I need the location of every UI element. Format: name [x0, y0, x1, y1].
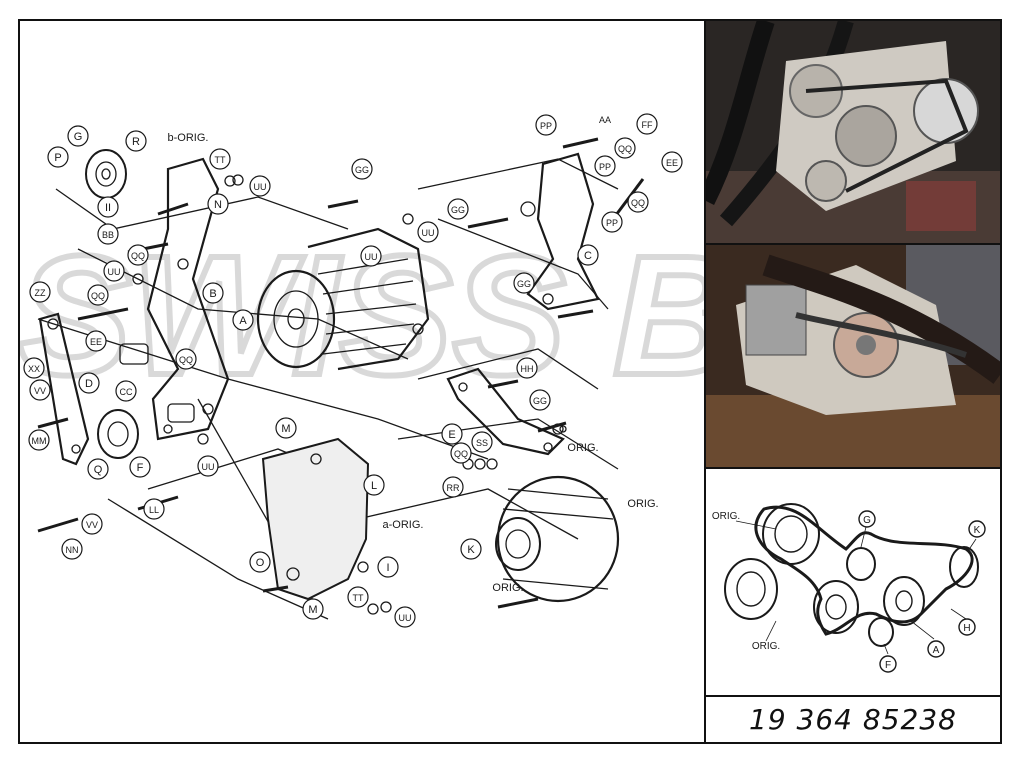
callout-orig: ORIG.: [627, 498, 658, 510]
callout-qq: QQ: [91, 291, 105, 301]
callout-qq: QQ: [179, 355, 193, 365]
divider: [704, 19, 706, 744]
callout-gg: GG: [533, 396, 547, 406]
exploded-view-diagram: SWISS BULL: [18, 19, 706, 744]
callout-i: I: [386, 562, 389, 574]
callout-uu: UU: [399, 613, 412, 623]
callout-c: C: [584, 250, 592, 262]
belt-label-a: A: [933, 645, 940, 656]
callout-tt: TT: [353, 593, 364, 603]
callout-g: G: [74, 131, 83, 143]
callout-orig: ORIG.: [567, 442, 598, 454]
callout-qq: QQ: [618, 144, 632, 154]
callout-zz: ZZ: [35, 288, 46, 298]
callout-aa: AA: [599, 115, 611, 125]
belt-label-k: K: [974, 525, 981, 536]
callout-uu: UU: [254, 182, 267, 192]
drawing-frame: [18, 19, 1002, 744]
callout-a: A: [239, 315, 247, 327]
callout-vv: VV: [34, 386, 46, 396]
callout-ff: FF: [642, 120, 653, 130]
belt-label-g: G: [863, 515, 871, 526]
callout-e: E: [448, 429, 455, 441]
callout-cc: CC: [120, 387, 133, 397]
callout-r: R: [132, 136, 140, 148]
callout-balloons: [23, 113, 683, 628]
callout-gg: GG: [517, 279, 531, 289]
callout-ee: EE: [90, 337, 102, 347]
callout-uu: UU: [202, 462, 215, 472]
callout-m: M: [281, 423, 290, 435]
callout-qq: QQ: [131, 251, 145, 261]
callout-pp: PP: [606, 218, 618, 228]
exploded-view-svg: SWISS BULL: [18, 113, 706, 628]
photo-installed-bottom: [706, 245, 1000, 467]
divider: [704, 467, 1002, 469]
part-number: 19 364 85238: [749, 703, 957, 736]
divider: [704, 243, 1002, 245]
callout-pp: PP: [599, 162, 611, 172]
callout-m: M: [308, 604, 317, 616]
divider: [704, 695, 1002, 697]
callout-qq: QQ: [631, 198, 645, 208]
callout-rr: RR: [447, 483, 460, 493]
callout-pp: PP: [540, 121, 552, 131]
callout-gg: GG: [355, 165, 369, 175]
callout-a-orig: a-ORIG.: [383, 519, 424, 531]
belt-routing-diagram: ORIG. ORIG. G K H A F: [706, 469, 1000, 695]
callout-uu: UU: [108, 267, 121, 277]
callout-qq: QQ: [454, 449, 468, 459]
callout-n: N: [214, 199, 222, 211]
callout-f: F: [137, 462, 144, 474]
belt-label-orig-top: ORIG.: [712, 511, 740, 522]
callout-b-orig: b-ORIG.: [168, 132, 209, 144]
belt-label-orig-bottom: ORIG.: [752, 641, 780, 652]
callout-ee: EE: [666, 158, 678, 168]
callout-xx: XX: [28, 364, 40, 374]
callout-nn: NN: [66, 545, 79, 555]
callout-o: O: [256, 557, 265, 569]
callout-k: K: [467, 544, 475, 556]
callout-orig: ORIG.: [492, 582, 523, 594]
callout-bb: BB: [102, 230, 114, 240]
callout-gg: GG: [451, 205, 465, 215]
belt-label-f: F: [885, 660, 891, 671]
callout-mm: MM: [32, 436, 47, 446]
callout-ss: SS: [476, 438, 488, 448]
callout-b: B: [209, 288, 216, 300]
callout-p: P: [54, 152, 61, 164]
callout-ii: II: [105, 202, 111, 214]
callout-q: Q: [94, 464, 103, 476]
callout-tt: TT: [215, 155, 226, 165]
callout-uu: UU: [422, 228, 435, 238]
callout-ll: LL: [149, 505, 159, 515]
callout-hh: HH: [521, 364, 534, 374]
photo-installed-top: [706, 21, 1000, 243]
callout-vv: VV: [86, 520, 98, 530]
callout-uu: UU: [365, 252, 378, 262]
callout-d: D: [85, 378, 93, 390]
belt-label-h: H: [963, 623, 970, 634]
callout-l: L: [371, 480, 377, 492]
callout-labels: G R b-ORIG. P TT UU II N BB QQ UU B ZZ Q…: [28, 115, 678, 623]
